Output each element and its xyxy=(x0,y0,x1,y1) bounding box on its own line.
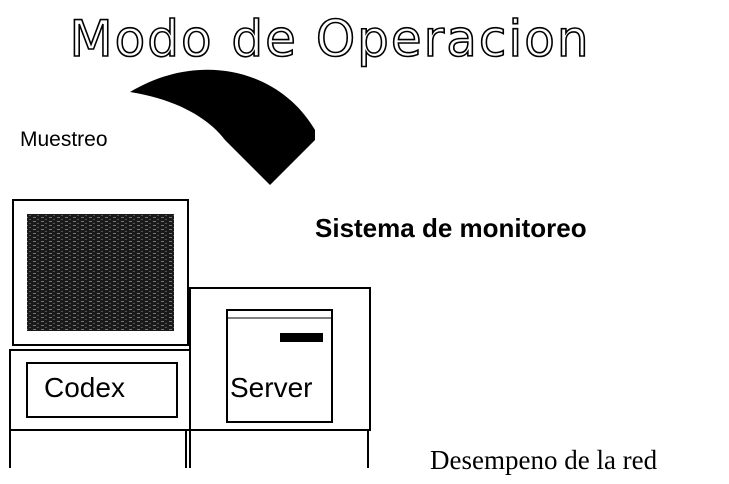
diagram-title: Modo de Operacion xyxy=(69,9,591,69)
codex-label: Codex xyxy=(44,372,125,403)
desempeno-label: Desempeno de la red xyxy=(430,445,658,475)
server-drive-slot xyxy=(280,333,323,342)
muestreo-label: Muestreo xyxy=(20,128,108,151)
sistema-label: Sistema de monitoreo xyxy=(315,213,587,243)
curved-arrow-icon xyxy=(130,69,315,185)
codex-panel xyxy=(26,362,178,418)
monitor-screen xyxy=(27,214,174,331)
server-unit xyxy=(226,309,333,423)
server-label: Server xyxy=(230,372,313,403)
